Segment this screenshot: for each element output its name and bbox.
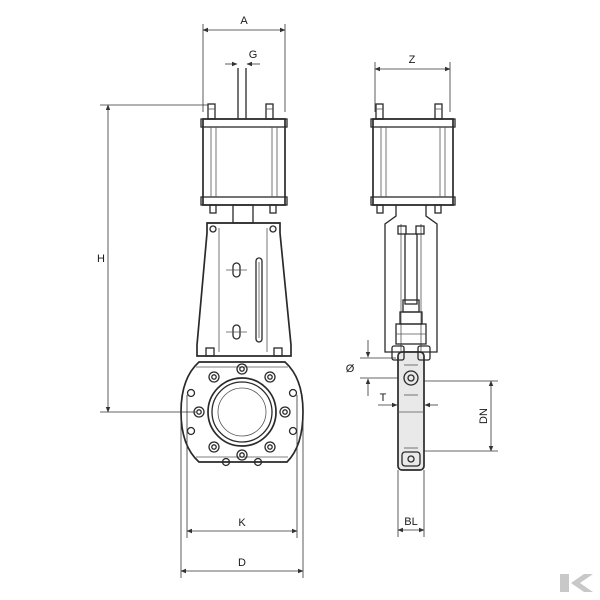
side-gate-body — [391, 345, 431, 471]
label-dn: DN — [478, 408, 490, 424]
dim-d — [180, 412, 304, 578]
dim-h — [100, 104, 208, 413]
label-h: H — [97, 253, 105, 265]
side-actuator — [370, 103, 456, 214]
label-a: A — [240, 15, 248, 27]
label-bl: BL — [404, 516, 417, 528]
label-z: Z — [409, 54, 416, 66]
flange-bolt-holes — [186, 363, 298, 467]
front-yoke — [196, 222, 292, 357]
dim-dn — [424, 380, 498, 452]
dim-bl — [397, 470, 425, 537]
front-valve-body — [180, 361, 304, 467]
dim-a — [202, 24, 286, 112]
side-view — [370, 103, 456, 471]
front-actuator — [200, 68, 288, 214]
dim-phi — [360, 340, 398, 396]
label-t: T — [380, 392, 387, 404]
label-g: G — [249, 49, 258, 61]
dimensions — [100, 24, 498, 578]
dim-z — [374, 62, 451, 112]
kramp-logo-icon — [560, 574, 593, 592]
dim-k — [186, 395, 298, 538]
label-k: K — [238, 517, 246, 529]
label-phi: Ø — [346, 363, 355, 375]
dimension-labels: A G H K D Z Ø T DN BL — [97, 15, 490, 569]
side-yoke — [384, 205, 438, 353]
front-neck — [207, 204, 280, 224]
label-d: D — [238, 557, 246, 569]
front-view — [180, 68, 304, 467]
